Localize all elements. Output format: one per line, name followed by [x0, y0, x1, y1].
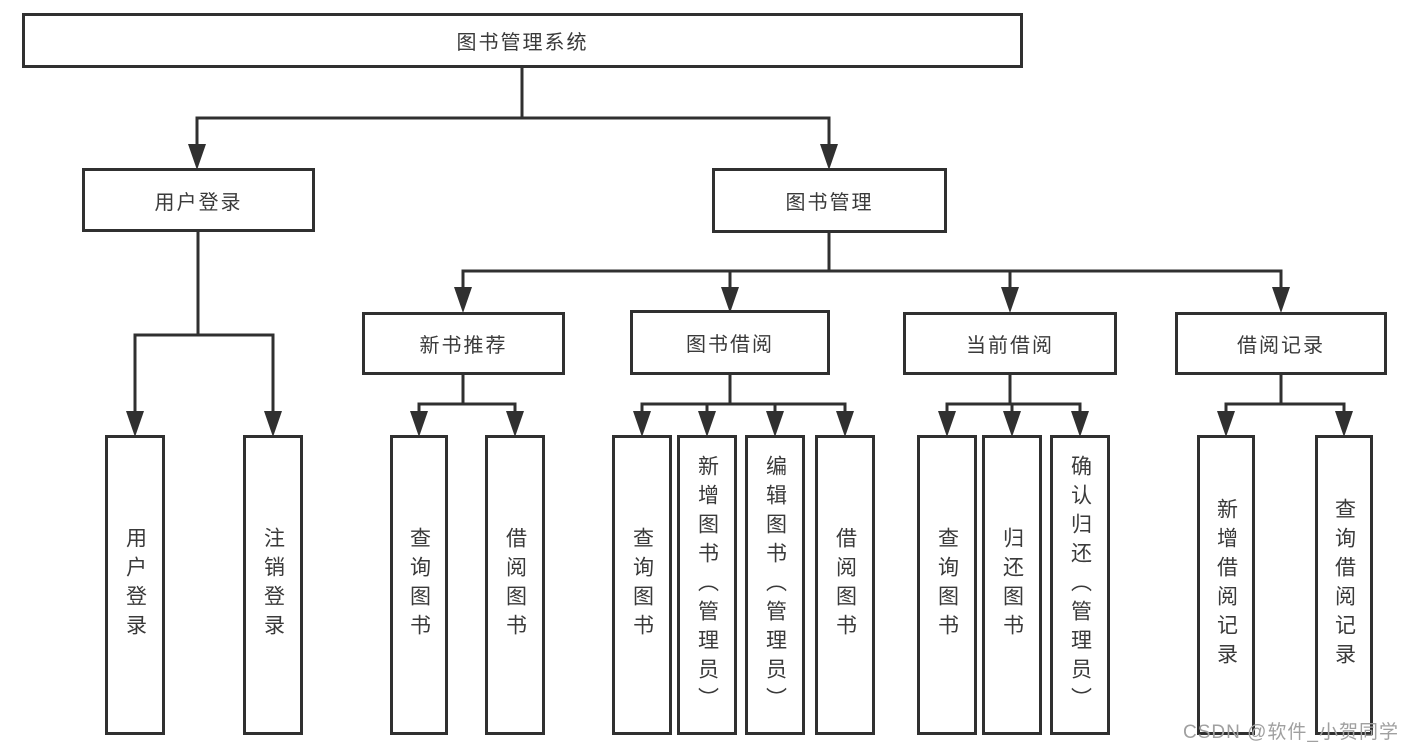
- node-book-management: 图书管理: [712, 168, 947, 233]
- node-new-book-recommend: 新书推荐: [362, 312, 565, 375]
- node-borrowing-records: 借阅记录: [1175, 312, 1387, 375]
- node-current-borrowing: 当前借阅: [903, 312, 1117, 375]
- leaf-return-books: 归还图书: [982, 435, 1042, 735]
- leaf-borrow-books-borrowing: 借阅图书: [815, 435, 875, 735]
- leaf-query-books-recommend: 查询图书: [390, 435, 448, 735]
- watermark-text: CSDN @软件_小贺同学: [1183, 722, 1399, 743]
- leaf-logout: 注销登录: [243, 435, 303, 735]
- leaf-add-book-admin: 新增图书（管理员）: [677, 435, 737, 735]
- leaf-label: 确认归还（管理员）: [1068, 454, 1092, 716]
- node-library-management-system: 图书管理系统: [22, 13, 1023, 68]
- leaf-query-borrow-record: 查询借阅记录: [1315, 435, 1373, 735]
- leaf-query-books-borrowing: 查询图书: [612, 435, 672, 735]
- leaf-label: 借阅图书: [833, 527, 857, 643]
- leaf-label: 查询图书: [407, 527, 431, 643]
- leaf-label: 编辑图书（管理员）: [763, 454, 787, 716]
- leaf-label: 借阅图书: [503, 527, 527, 643]
- leaf-add-borrow-record: 新增借阅记录: [1197, 435, 1255, 735]
- leaf-label: 查询图书: [935, 527, 959, 643]
- leaf-label: 查询借阅记录: [1332, 498, 1356, 672]
- node-user-login: 用户登录: [82, 168, 315, 232]
- leaf-label: 新增借阅记录: [1214, 498, 1238, 672]
- leaf-edit-book-admin: 编辑图书（管理员）: [745, 435, 805, 735]
- leaf-label: 查询图书: [630, 527, 654, 643]
- leaf-label: 归还图书: [1000, 527, 1024, 643]
- leaf-borrow-books-recommend: 借阅图书: [485, 435, 545, 735]
- leaf-user-login: 用户登录: [105, 435, 165, 735]
- leaf-label: 注销登录: [261, 527, 285, 643]
- leaf-confirm-return-admin: 确认归还（管理员）: [1050, 435, 1110, 735]
- node-book-borrowing: 图书借阅: [630, 310, 830, 375]
- leaf-label: 新增图书（管理员）: [695, 454, 719, 716]
- leaf-label: 用户登录: [123, 527, 147, 643]
- leaf-query-books-current: 查询图书: [917, 435, 977, 735]
